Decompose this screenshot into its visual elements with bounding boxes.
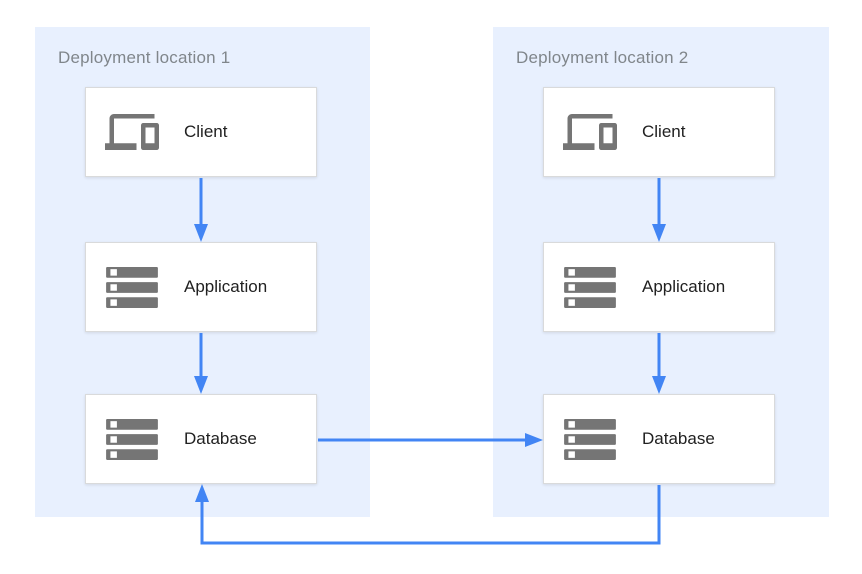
node-application-1: Application [85, 242, 317, 332]
node-label: Application [184, 277, 268, 296]
server-stack-icon [562, 266, 618, 308]
server-stack-icon [562, 418, 618, 460]
deployment-location-2-panel: Deployment location 2 Client [493, 27, 829, 517]
node-application-2: Application [543, 242, 775, 332]
devices-icon [104, 105, 160, 159]
server-stack-icon [104, 418, 160, 460]
node-client-2: Client [543, 87, 775, 177]
panel-title: Deployment location 2 [516, 48, 689, 67]
node-label: Client [642, 122, 686, 141]
node-client-1: Client [85, 87, 317, 177]
node-label: Client [184, 122, 228, 141]
node-label: Database [642, 429, 715, 448]
server-stack-icon [104, 266, 160, 308]
node-database-2: Database [543, 394, 775, 484]
node-label: Database [184, 429, 257, 448]
panel-title: Deployment location 1 [58, 48, 231, 67]
deployment-location-1-panel: Deployment location 1 Client [35, 27, 370, 517]
node-label: Application [642, 277, 726, 296]
devices-icon [562, 105, 618, 159]
node-database-1: Database [85, 394, 317, 484]
